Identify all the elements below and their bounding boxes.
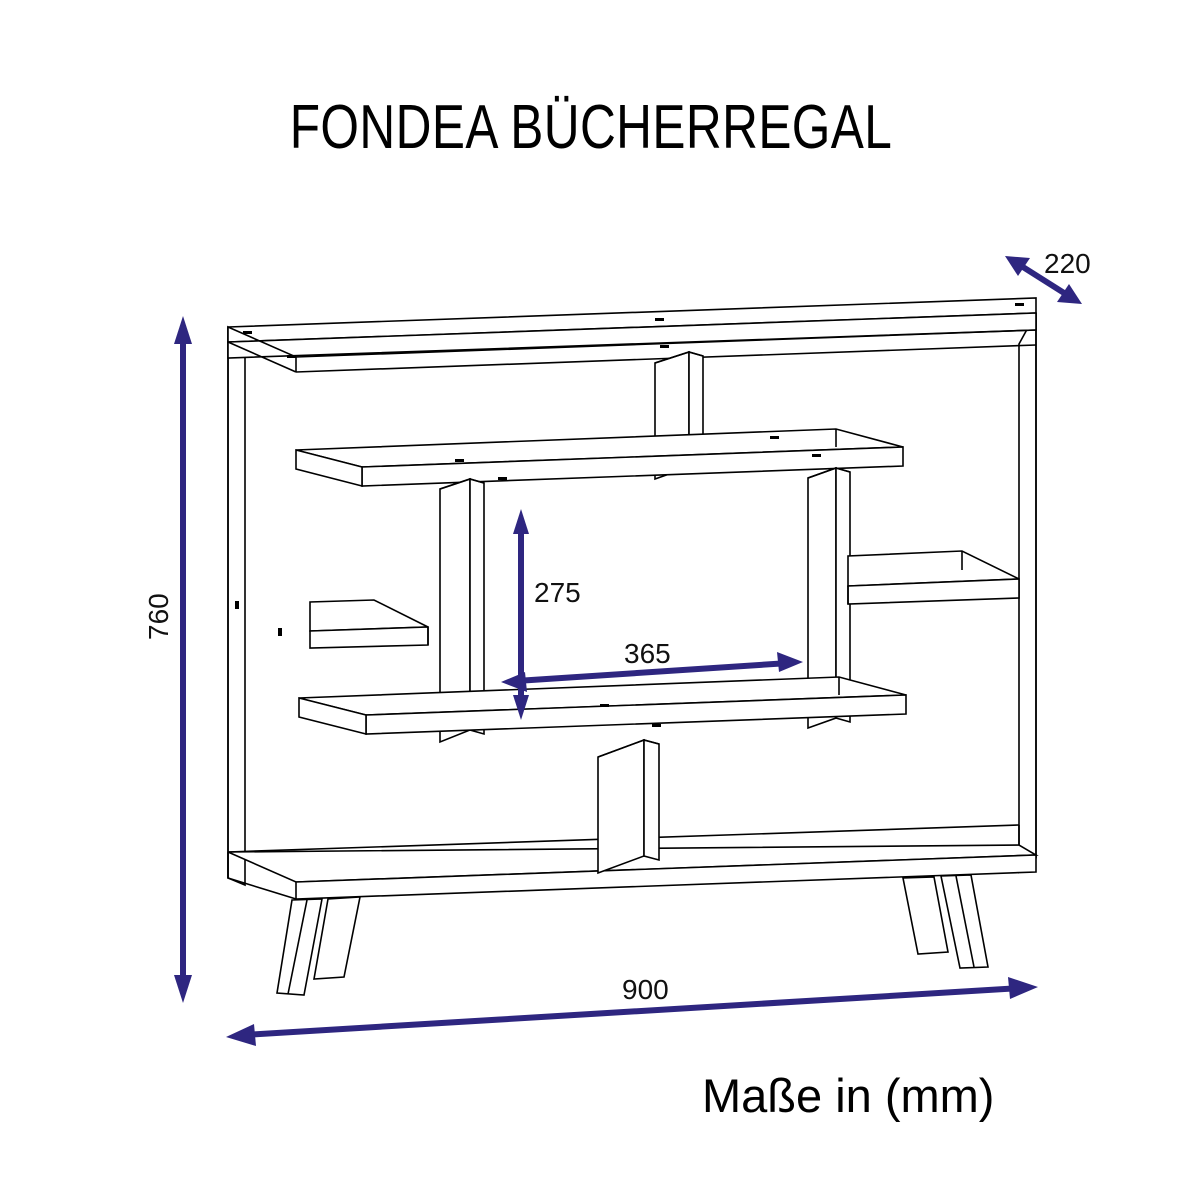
upper-long-shelf-left-edge [295, 448, 363, 488]
dimension-arrows [174, 256, 1082, 1046]
page-title: FONDEA BÜCHERREGAL [289, 93, 893, 162]
left-small-shelf-front-edge [309, 626, 429, 649]
dimension-label-220: 220 [1044, 248, 1091, 279]
angled-leg-front-right-inner [955, 875, 975, 968]
dowel-marks [235, 303, 1024, 727]
dimension-label-365: 365 [624, 638, 671, 669]
top-panel-left-depth2 [227, 341, 297, 373]
dimension-arrow-365 [501, 652, 803, 692]
dimension-label-900: 900 [622, 974, 669, 1005]
bottom-panel-front-edge [295, 854, 1037, 900]
dimension-arrow-220 [1005, 256, 1082, 304]
top-panel-front-run [295, 344, 1037, 373]
dimension-label-760: 760 [143, 593, 174, 640]
units-note: Maße in (mm) [702, 1069, 995, 1122]
dimension-arrow-760 [174, 316, 192, 1003]
back-lower-divider-face [597, 738, 645, 875]
bookshelf-body [227, 297, 1039, 996]
lower-long-shelf-left-edge [298, 696, 367, 736]
angled-leg-rear-right [902, 876, 949, 955]
right-side-panel [1018, 312, 1037, 874]
left-small-shelf-top-face [309, 599, 429, 632]
back-upper-divider-top [654, 351, 704, 364]
bottom-panel-left-edge [227, 852, 297, 900]
angled-leg-front-left-inner [287, 899, 308, 995]
dimension-label-275: 275 [534, 577, 581, 608]
center-right-divider-top [807, 467, 851, 479]
center-left-divider-top [439, 478, 485, 490]
back-lower-divider-edge [643, 738, 660, 862]
angled-leg-front-left [276, 898, 323, 996]
back-lower-divider-top [597, 739, 660, 758]
dimension-arrow-900 [226, 977, 1038, 1046]
angled-leg-rear-left [313, 896, 361, 980]
